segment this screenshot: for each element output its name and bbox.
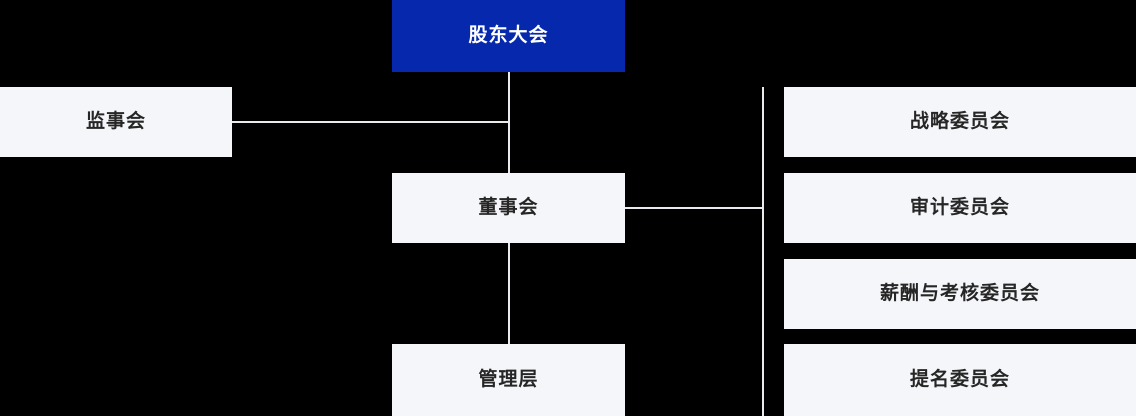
- connector-board-to-committee-rail: [625, 207, 764, 209]
- node-nomination-committee-label: 提名委员会: [909, 368, 1010, 390]
- node-management-label: 管理层: [478, 368, 539, 390]
- node-audit-committee-label: 审计委员会: [909, 196, 1010, 218]
- connector-board-to-management: [508, 243, 510, 344]
- node-board-of-directors[interactable]: 董事会: [392, 173, 625, 243]
- node-remuneration-and-appraisal-committee[interactable]: 薪酬与考核委员会: [784, 259, 1136, 329]
- node-remuneration-and-appraisal-committee-label: 薪酬与考核委员会: [879, 282, 1040, 304]
- node-management[interactable]: 管理层: [392, 344, 625, 416]
- node-board-of-directors-label: 董事会: [478, 196, 539, 218]
- node-nomination-committee[interactable]: 提名委员会: [784, 344, 1136, 416]
- node-shareholders-meeting-label: 股东大会: [468, 24, 549, 46]
- node-strategy-committee[interactable]: 战略委员会: [784, 87, 1136, 157]
- connector-trunk-to-supervisors: [232, 121, 510, 123]
- node-audit-committee[interactable]: 审计委员会: [784, 173, 1136, 243]
- node-strategy-committee-label: 战略委员会: [909, 110, 1010, 132]
- node-board-of-supervisors-label: 监事会: [85, 110, 146, 132]
- node-board-of-supervisors[interactable]: 监事会: [0, 87, 232, 157]
- connector-committee-rail: [762, 87, 764, 416]
- node-shareholders-meeting[interactable]: 股东大会: [392, 0, 625, 72]
